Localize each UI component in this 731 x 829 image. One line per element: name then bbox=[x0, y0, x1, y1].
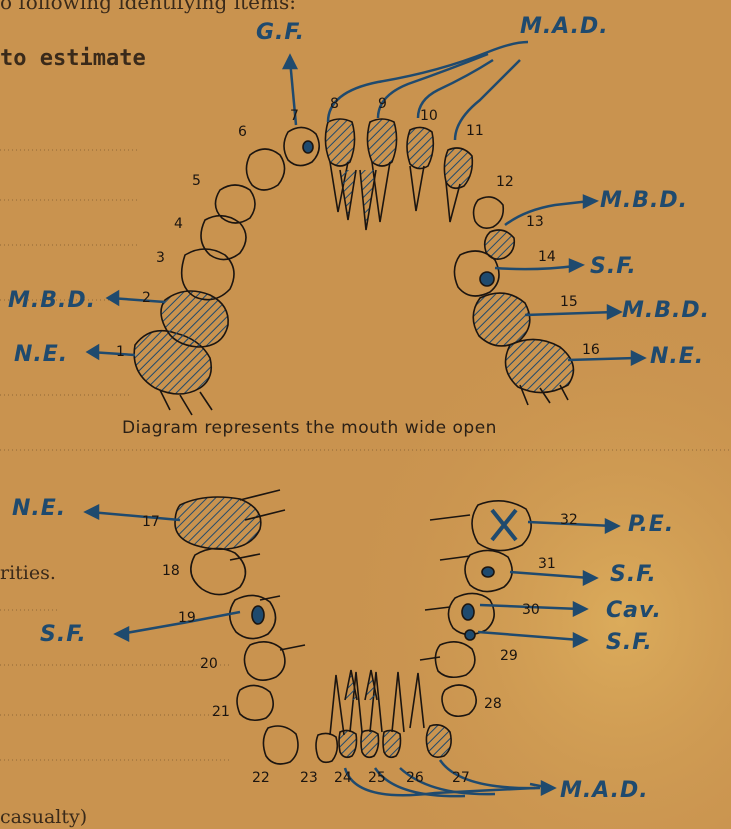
tooth-number-6: 6 bbox=[238, 124, 247, 140]
tooth-number-30: 30 bbox=[522, 602, 540, 618]
tooth-number-1: 1 bbox=[116, 344, 125, 360]
tooth-number-11: 11 bbox=[466, 123, 484, 139]
tooth-24 bbox=[339, 730, 357, 757]
tooth-number-24: 24 bbox=[334, 770, 352, 786]
tooth-number-31: 31 bbox=[538, 556, 556, 572]
tooth-number-32: 32 bbox=[560, 512, 578, 528]
tooth-number-12: 12 bbox=[496, 174, 514, 190]
annotation-tooth-2: M.B.D. bbox=[8, 288, 96, 313]
tooth-number-23: 23 bbox=[300, 770, 318, 786]
side-text-casualty: casualty) bbox=[0, 806, 87, 828]
annotation-tooth-32: P.E. bbox=[628, 512, 674, 537]
header-fragment: o following identifying items: bbox=[0, 0, 296, 14]
tooth-number-27: 27 bbox=[452, 770, 470, 786]
diagram-caption: Diagram represents the mouth wide open bbox=[122, 418, 497, 438]
annotation-tooth-17: N.E. bbox=[12, 496, 66, 521]
annotation-tooth-13: M.B.D. bbox=[600, 188, 688, 213]
tooth-number-5: 5 bbox=[192, 173, 201, 189]
annotation-tooth-29: S.F. bbox=[606, 630, 653, 655]
tooth-number-4: 4 bbox=[174, 216, 183, 232]
tooth-9 bbox=[367, 119, 396, 166]
tooth-number-26: 26 bbox=[406, 770, 424, 786]
side-text-rities: rities. bbox=[0, 562, 56, 584]
tooth-number-9: 9 bbox=[378, 96, 387, 112]
tooth-27 bbox=[426, 725, 451, 757]
tooth-number-22: 22 bbox=[252, 770, 270, 786]
annotation-tooth-19: S.F. bbox=[40, 622, 87, 647]
annotation-tooth-31: S.F. bbox=[610, 562, 657, 587]
tooth-15 bbox=[473, 293, 530, 346]
tooth-number-20: 20 bbox=[200, 656, 218, 672]
tooth-number-14: 14 bbox=[538, 249, 556, 265]
annotation-tooth-30: Cav. bbox=[606, 598, 662, 623]
tooth-number-8: 8 bbox=[330, 96, 339, 112]
annotation-tooth-15: M.B.D. bbox=[622, 298, 710, 323]
annotation-tooth-14: S.F. bbox=[590, 254, 637, 279]
tooth-number-16: 16 bbox=[582, 342, 600, 358]
tooth-8 bbox=[325, 119, 354, 166]
tooth-number-3: 3 bbox=[156, 250, 165, 266]
annotation-tooth-7: G.F. bbox=[256, 20, 305, 45]
tooth-number-15: 15 bbox=[560, 294, 578, 310]
tooth-number-17: 17 bbox=[142, 514, 160, 530]
tooth-10 bbox=[407, 127, 433, 168]
annotation-tooth-1: N.E. bbox=[14, 342, 68, 367]
tooth-17 bbox=[175, 497, 261, 549]
tooth-26 bbox=[383, 730, 401, 757]
tooth-number-18: 18 bbox=[162, 563, 180, 579]
annotation-tooth-16: N.E. bbox=[650, 344, 704, 369]
annotation-teeth-8-11: M.A.D. bbox=[520, 14, 609, 39]
tooth-number-2: 2 bbox=[142, 290, 151, 306]
annotation-teeth-24-27: M.A.D. bbox=[560, 778, 649, 803]
tooth-number-19: 19 bbox=[178, 610, 196, 626]
tooth-number-10: 10 bbox=[420, 108, 438, 124]
tooth-number-28: 28 bbox=[484, 696, 502, 712]
tooth-number-21: 21 bbox=[212, 704, 230, 720]
tooth-25 bbox=[361, 730, 379, 757]
tooth-number-29: 29 bbox=[500, 648, 518, 664]
typed-to-estimate: to estimate bbox=[0, 46, 146, 71]
tooth-number-25: 25 bbox=[368, 770, 386, 786]
tooth-number-7: 7 bbox=[290, 108, 299, 124]
tooth-number-13: 13 bbox=[526, 214, 544, 230]
